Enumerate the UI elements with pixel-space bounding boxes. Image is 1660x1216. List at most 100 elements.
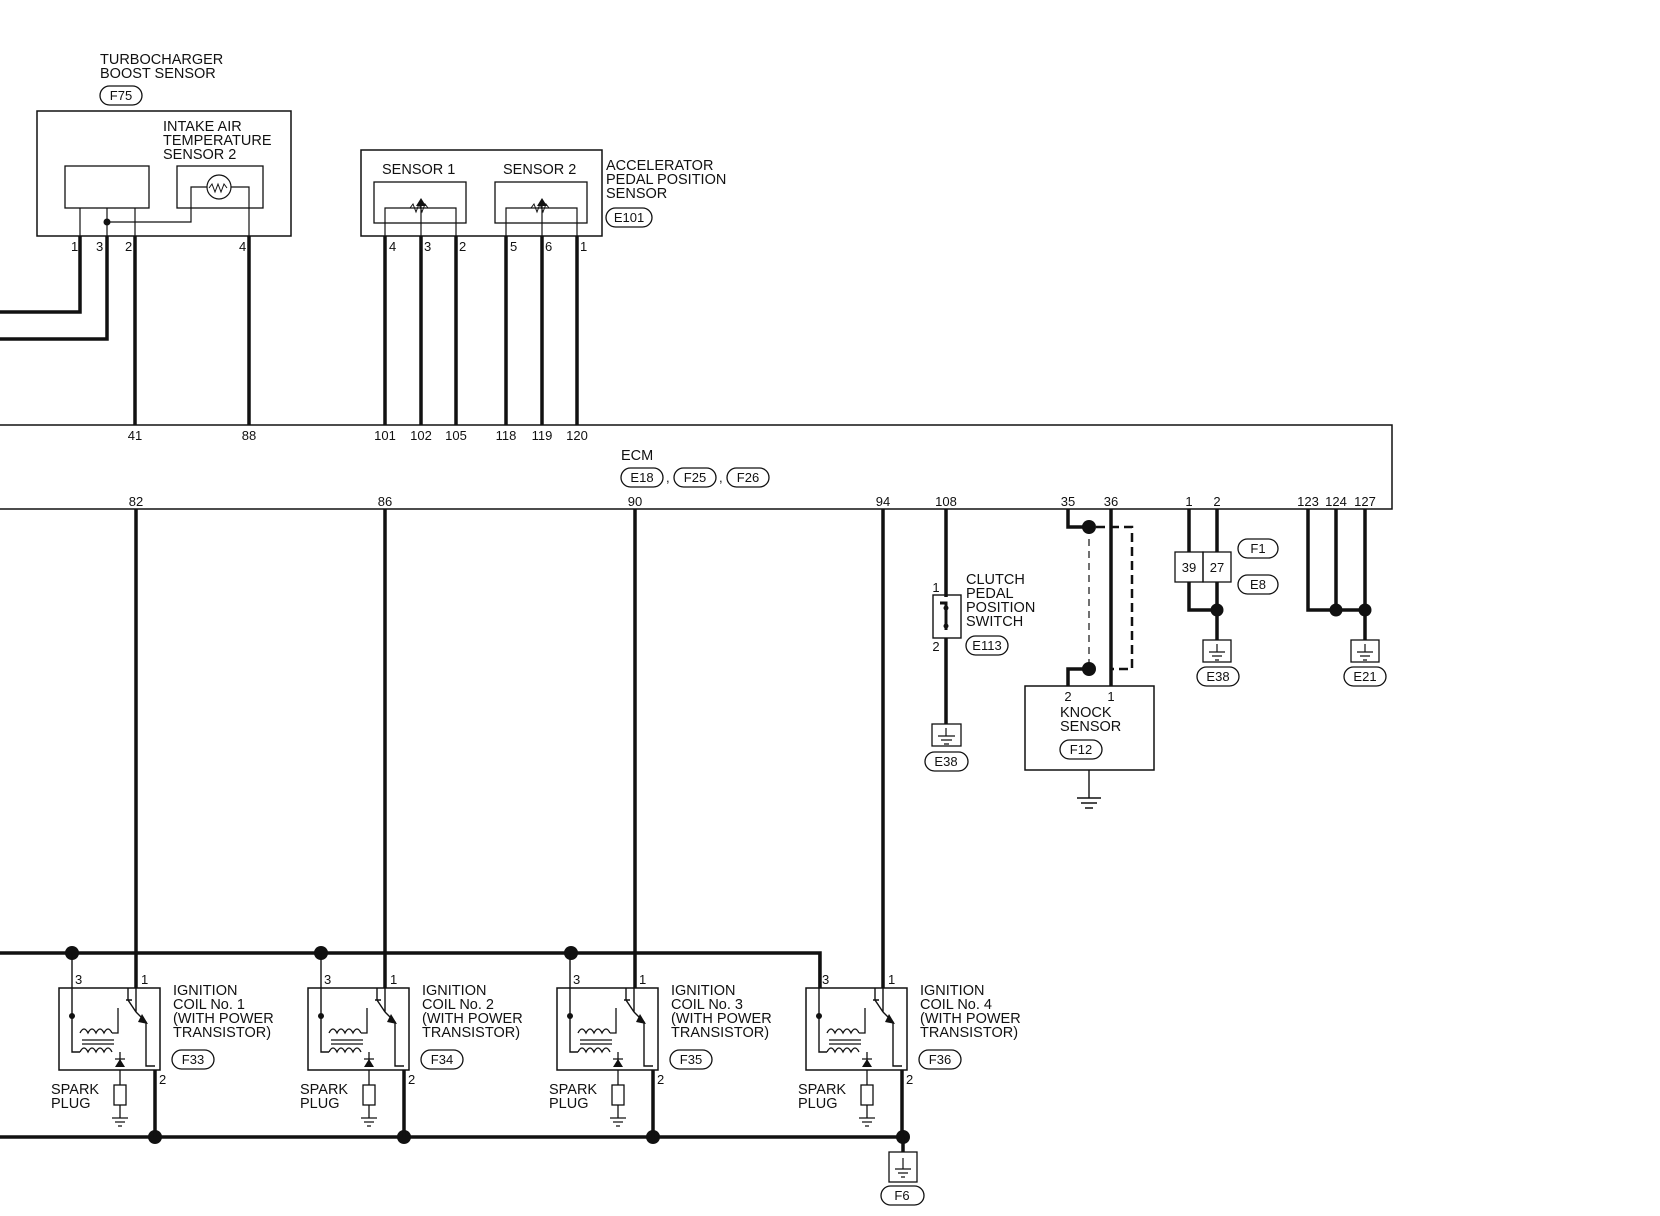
svg-text:90: 90 (628, 494, 642, 509)
svg-text:2: 2 (1213, 494, 1220, 509)
svg-text:1: 1 (580, 239, 587, 254)
svg-text:35: 35 (1061, 494, 1075, 509)
coil-label-line: TRANSISTOR) (173, 1025, 271, 1041)
svg-text:101: 101 (374, 428, 396, 443)
coil-label-line: IGNITION (920, 983, 984, 999)
coil-box (556, 987, 659, 1071)
junction-dot (318, 1013, 324, 1019)
junction-dot (567, 1013, 573, 1019)
svg-text:124: 124 (1325, 494, 1347, 509)
junction-dot (816, 1013, 822, 1019)
svg-text:4: 4 (239, 239, 246, 254)
coil-label-line: COIL No. 4 (920, 997, 992, 1013)
wires-apps (383, 236, 579, 425)
coil-pin-label: 3 (573, 972, 580, 987)
svg-text:94: 94 (876, 494, 890, 509)
ecm-label: ECM (621, 448, 653, 464)
turbo-label-line2: BOOST SENSOR (100, 66, 216, 82)
ground-icon (1350, 639, 1380, 663)
svg-text:108: 108 (935, 494, 957, 509)
spark-plug-label: SPARK (300, 1082, 348, 1098)
coil-winding-icon (328, 1028, 363, 1054)
spark-plug-icon (362, 1084, 376, 1106)
coil-connector-tag: F35 (680, 1052, 702, 1067)
coil-pin-label: 2 (159, 1072, 166, 1087)
svg-text:KNOCK: KNOCK (1060, 705, 1112, 721)
connector-tag-outline (918, 1049, 962, 1070)
coil-pin-label: 2 (657, 1072, 664, 1087)
svg-text:2: 2 (932, 639, 939, 654)
svg-text:1: 1 (1107, 689, 1114, 704)
coil-winding-icon (79, 1028, 114, 1054)
svg-text:PEDAL: PEDAL (966, 586, 1014, 602)
svg-text:123: 123 (1297, 494, 1319, 509)
coil-label-line: (WITH POWER (173, 1011, 274, 1027)
svg-text:F25: F25 (684, 470, 706, 485)
ground-icon (1202, 639, 1232, 663)
coil-pin-label: 3 (75, 972, 82, 987)
spark-plug-label: SPARK (51, 1082, 99, 1098)
svg-text:2: 2 (1064, 689, 1071, 704)
svg-text:E8: E8 (1250, 577, 1266, 592)
coil-label-line: (WITH POWER (671, 1011, 772, 1027)
sensor1-label: SENSOR 1 (382, 162, 455, 178)
coil-pin-label: 2 (408, 1072, 415, 1087)
svg-text:1: 1 (71, 239, 78, 254)
coil-connector-tag: F36 (929, 1052, 951, 1067)
connector-tag-outline (420, 1049, 464, 1070)
coil-box (58, 987, 161, 1071)
knock-connector-tag: F12 (1070, 742, 1092, 757)
svg-text:120: 120 (566, 428, 588, 443)
svg-text:127: 127 (1354, 494, 1376, 509)
coil-pin-label: 3 (324, 972, 331, 987)
coil-label-line: TRANSISTOR) (422, 1025, 520, 1041)
apps-label-line1: ACCELERATOR (606, 158, 713, 174)
spark-plug-label: SPARK (798, 1082, 846, 1098)
chassis-ground-icon (1077, 770, 1101, 809)
spark-plug-icon (860, 1084, 874, 1106)
svg-text:39: 39 (1182, 560, 1196, 575)
coil-label-line: TRANSISTOR) (671, 1025, 769, 1041)
svg-text:F26: F26 (737, 470, 759, 485)
apps-label-line3: SENSOR (606, 186, 667, 202)
coil-label-line: COIL No. 2 (422, 997, 494, 1013)
transistor-icon (624, 988, 653, 1067)
spark-plug-label: SPARK (549, 1082, 597, 1098)
coil-ground-connector-tag: F6 (894, 1188, 909, 1203)
wire-turbo-pin3 (0, 236, 109, 341)
svg-text:1: 1 (932, 580, 939, 595)
coil-label-line: (WITH POWER (920, 1011, 1021, 1027)
spark-plug-icon (611, 1084, 625, 1106)
svg-text:,: , (666, 470, 670, 485)
svg-text:102: 102 (410, 428, 432, 443)
spark-plug-label: PLUG (549, 1096, 589, 1112)
coil-label-line: IGNITION (422, 983, 486, 999)
svg-text:86: 86 (378, 494, 392, 509)
coil-pin-label: 1 (639, 972, 646, 987)
apps-label-line2: PEDAL POSITION (606, 172, 726, 188)
junction-dot (69, 1013, 75, 1019)
svg-text:POSITION: POSITION (966, 600, 1035, 616)
svg-text:SENSOR: SENSOR (1060, 719, 1121, 735)
svg-text:118: 118 (496, 428, 517, 443)
spark-plug-label: PLUG (300, 1096, 340, 1112)
svg-text:36: 36 (1104, 494, 1118, 509)
connector-tag-outline (171, 1049, 215, 1070)
clutch-connector-tag: E113 (972, 638, 1001, 653)
svg-text:5: 5 (510, 239, 517, 254)
coil-pin-label: 1 (141, 972, 148, 987)
wires-ignition-signal (134, 509, 885, 988)
ground-icon (888, 1151, 918, 1183)
svg-text:119: 119 (532, 428, 553, 443)
turbo-connector-tag: F75 (110, 88, 132, 103)
svg-text:E21: E21 (1353, 669, 1376, 684)
turbocharger-boost-sensor: TURBOCHARGER BOOST SENSOR F75 INTAKE AIR… (36, 52, 292, 254)
coil-pin-label: 3 (822, 972, 829, 987)
connector-tag-outline (669, 1049, 713, 1070)
coil-connector-tag: F33 (182, 1052, 204, 1067)
transistor-icon (375, 988, 404, 1067)
